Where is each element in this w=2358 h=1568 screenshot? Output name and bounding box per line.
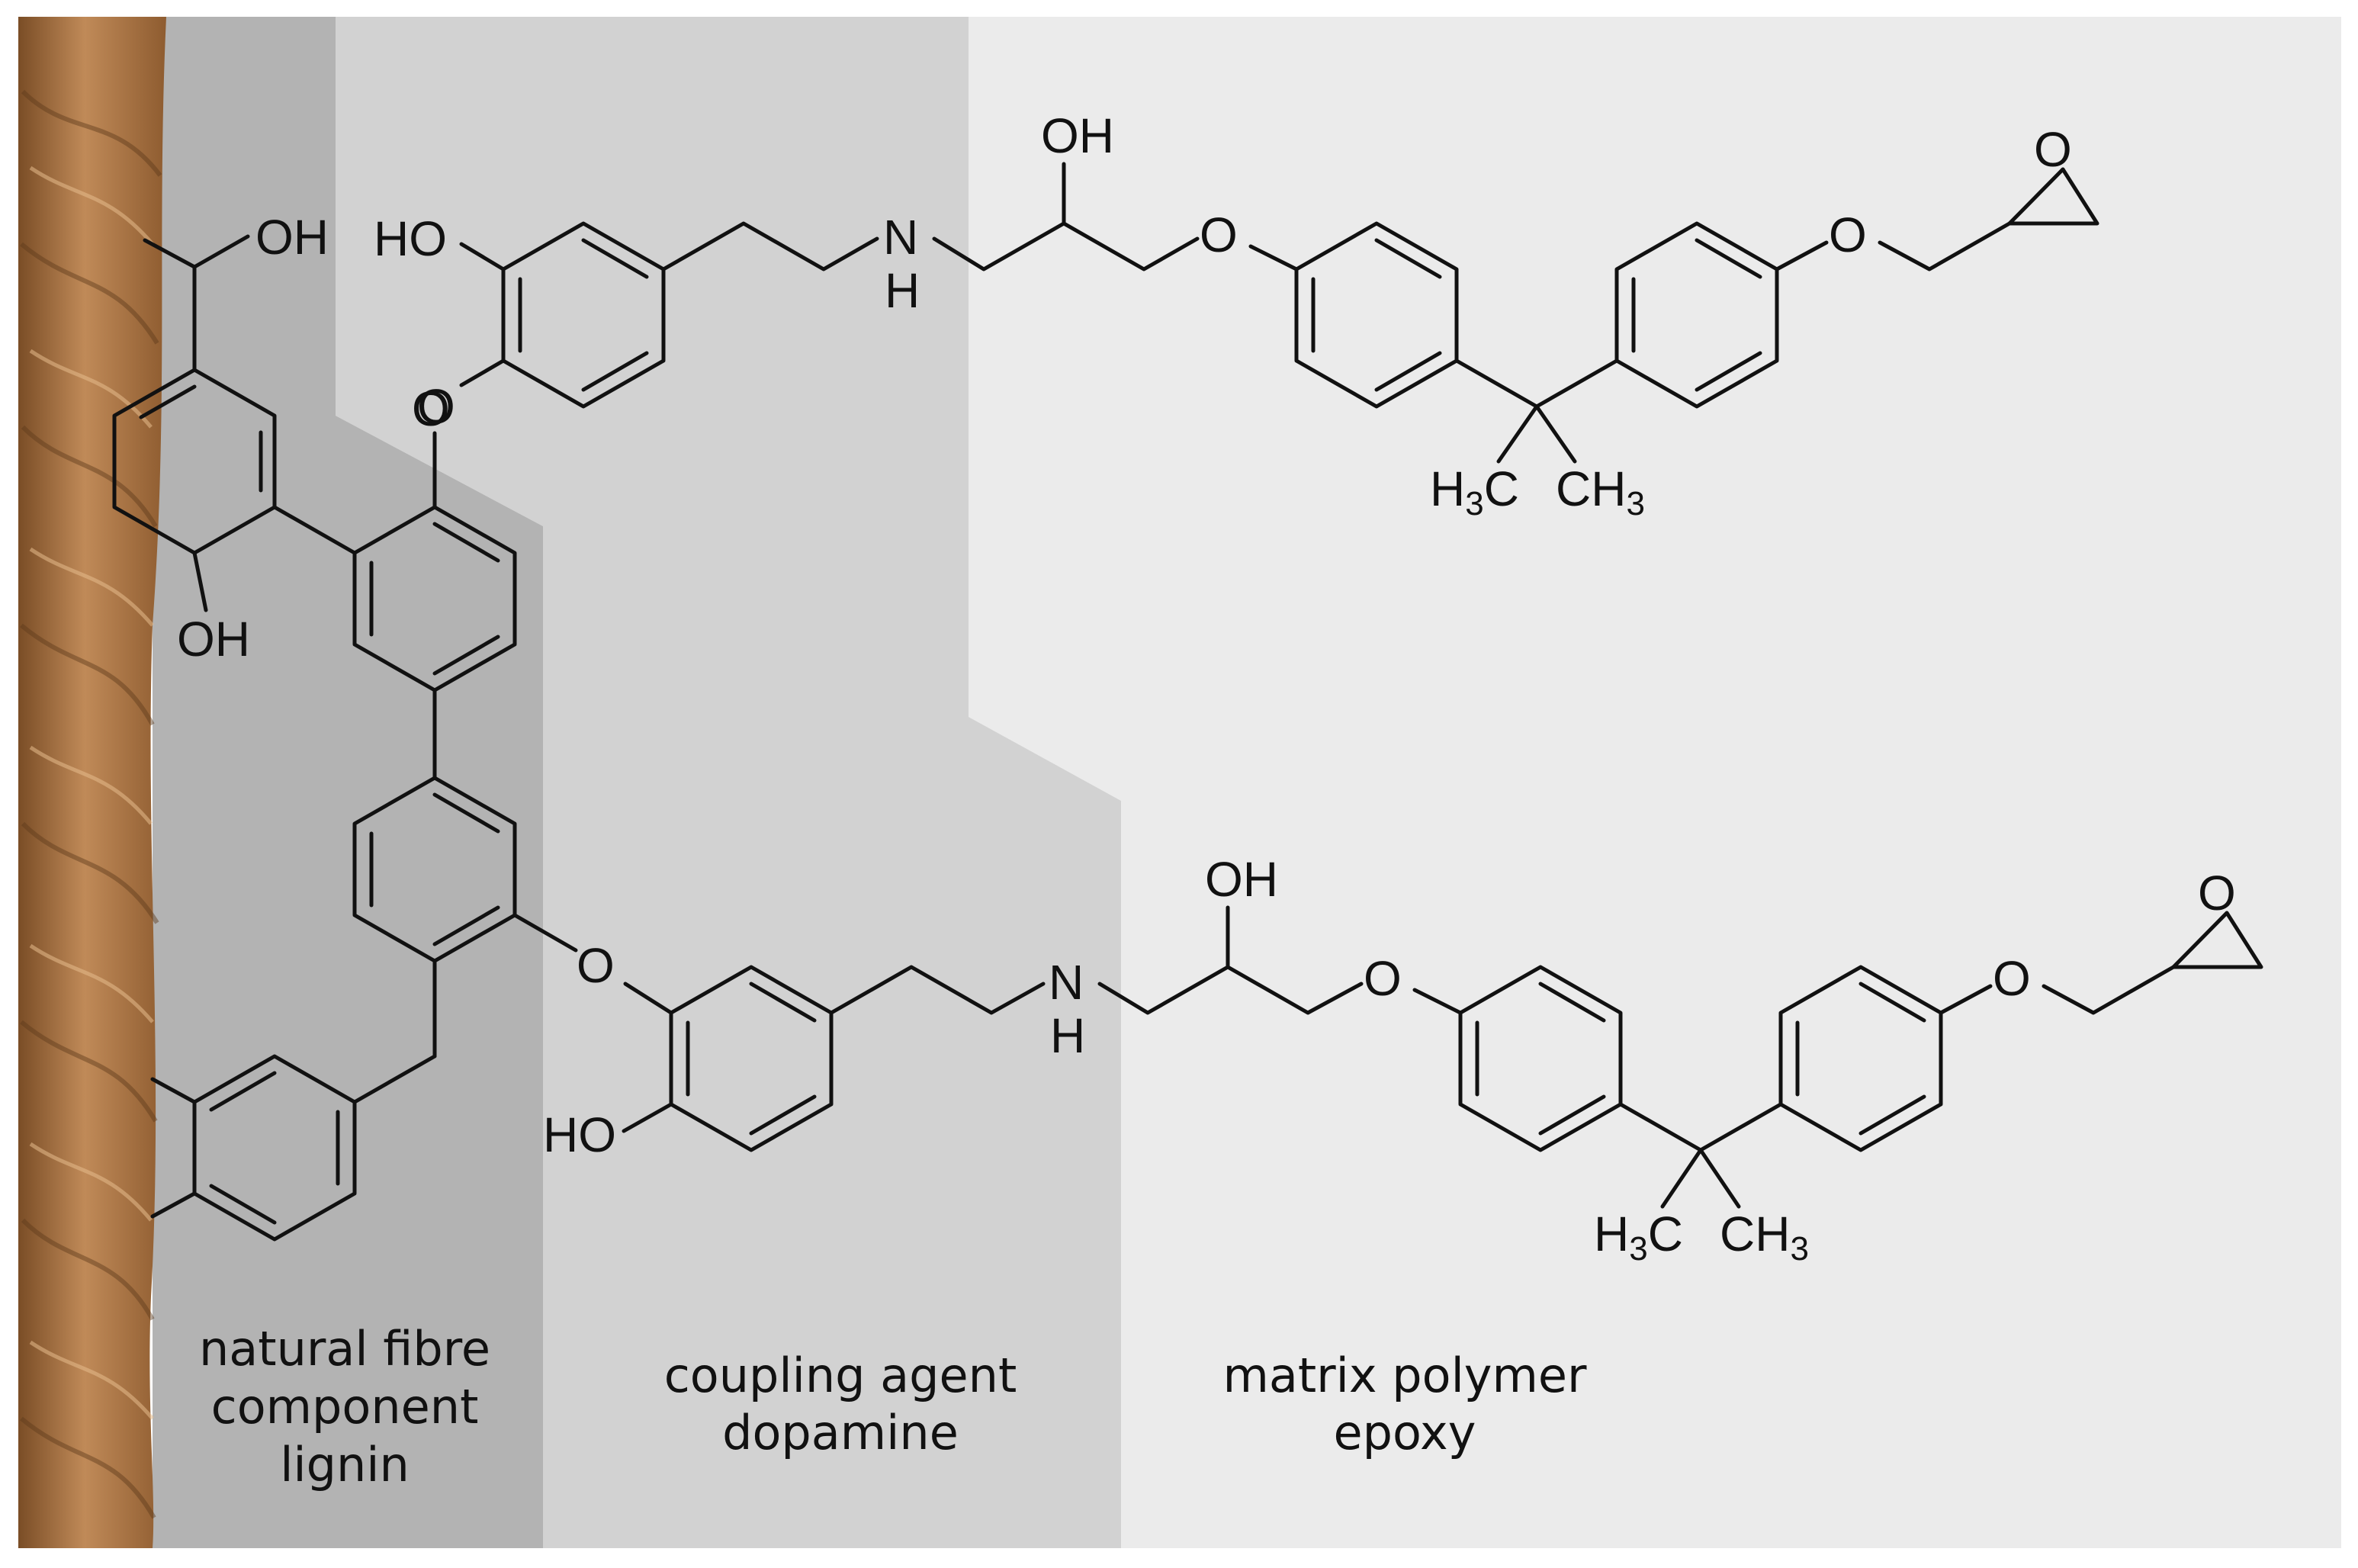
- upper-epoxy-chain: HO O N H OH O H3C CH3 O O: [374, 108, 2099, 522]
- lignin-oh-top-label: OH: [255, 210, 329, 265]
- lignin-ether-o-lower-label: O: [577, 938, 615, 993]
- lower-glycidyl-o-label: O: [1993, 951, 2031, 1006]
- lower-h3c-label: H3C: [1594, 1207, 1683, 1268]
- svg-text:component: component: [211, 1379, 479, 1435]
- lower-n-label: N: [1049, 955, 1084, 1010]
- lower-ether-o-label: O: [1364, 951, 1402, 1006]
- coupling-region: [336, 17, 1121, 1548]
- upper-h3c-label: H3C: [1430, 461, 1519, 522]
- svg-text:natural fibre: natural fibre: [199, 1321, 490, 1377]
- upper-nh-label: H: [885, 263, 920, 318]
- fibre-region-label: natural fibre component lignin: [199, 1321, 490, 1492]
- upper-ether-o-label: O: [1200, 207, 1238, 262]
- upper-ho-label: HO: [374, 211, 447, 266]
- svg-text:lignin: lignin: [280, 1437, 410, 1492]
- matrix-region: [969, 17, 2341, 1548]
- upper-glycidyl-o-label: O: [1829, 207, 1867, 262]
- lower-epoxy-chain: O HO N H OH O H3C CH3 O O: [543, 852, 2263, 1268]
- natural-fibre-strand: [18, 17, 166, 1548]
- svg-text:coupling agent: coupling agent: [664, 1348, 1017, 1403]
- lignin-ether-o-upper-label: O: [412, 381, 450, 436]
- svg-text:matrix polymer: matrix polymer: [1222, 1348, 1587, 1403]
- svg-text:epoxy: epoxy: [1334, 1405, 1476, 1460]
- upper-oh-label: OH: [1041, 108, 1114, 163]
- lignin-oh-lower-label: OH: [177, 612, 250, 667]
- lower-nh-label: H: [1050, 1008, 1085, 1063]
- lower-ch3-label: CH3: [1720, 1207, 1809, 1268]
- svg-text:dopamine: dopamine: [722, 1405, 959, 1460]
- matrix-region-label: matrix polymer epoxy: [1222, 1348, 1587, 1460]
- upper-n-label: N: [883, 210, 918, 265]
- upper-catechol-o-label: O: [417, 379, 455, 434]
- upper-ch3-label: CH3: [1556, 461, 1645, 522]
- lower-ho-label: HO: [543, 1107, 616, 1162]
- lignin-structure: OH OH O O: [112, 210, 615, 1242]
- coupling-region-label: coupling agent dopamine: [664, 1348, 1017, 1460]
- lower-dopamine-chain: [622, 905, 1463, 1152]
- upper-epoxide-o-label: O: [2034, 122, 2072, 177]
- lower-epoxide-o-label: O: [2198, 866, 2236, 921]
- upper-dopamine-chain: [459, 162, 1299, 409]
- lower-oh-label: OH: [1205, 852, 1278, 907]
